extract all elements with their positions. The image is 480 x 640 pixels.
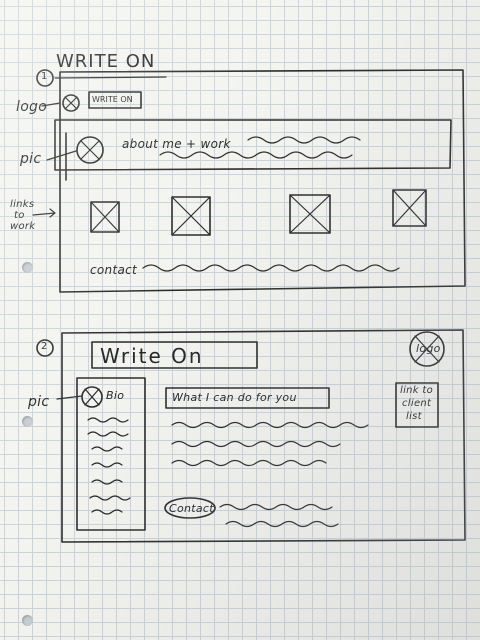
sketch1-links-label-1: links xyxy=(10,199,35,210)
sketch1-pic-icon xyxy=(76,136,104,164)
sketch2-sidebar xyxy=(76,377,146,531)
sketch2-pic-icon xyxy=(81,386,103,408)
sketch2-services-text: What I can do for you xyxy=(172,391,297,404)
sketch2-number-circle xyxy=(36,339,54,357)
binder-hole xyxy=(22,615,33,626)
sketch1-work-thumbnail xyxy=(171,196,211,236)
sketch1-pic-label: pic xyxy=(20,151,42,167)
sketch1-work-thumbnail xyxy=(90,201,120,233)
sketch1-frame xyxy=(59,69,466,293)
sketch2-number: 2 xyxy=(41,341,48,352)
sketch1-work-thumbnail xyxy=(392,189,427,227)
sketch2-client-link-2: client xyxy=(402,398,432,409)
sketch2-client-link-1: link to xyxy=(400,385,434,396)
sketch1-work-thumbnail xyxy=(289,194,331,234)
sketch2-logo-icon xyxy=(409,331,445,367)
sketch1-logo-icon xyxy=(62,94,80,112)
sketch2-client-list-box xyxy=(395,382,439,428)
sketch1-header-text: WRITE ON xyxy=(92,95,133,104)
binder-hole xyxy=(22,416,33,427)
sketch1-number-circle xyxy=(36,69,54,87)
sketch1-header-box xyxy=(88,91,142,109)
sketch2-frame xyxy=(61,329,466,543)
sketch2-contact-text: Contact xyxy=(169,502,214,515)
page-title: WRITE ON xyxy=(56,51,156,72)
sketch2-title: Write On xyxy=(100,344,204,368)
sketch1-logo-label: logo xyxy=(16,99,48,115)
sketch2-client-link-3: list xyxy=(406,411,422,422)
sketch2-title-box xyxy=(91,341,258,369)
sketch1-links-label-2: to xyxy=(14,210,25,221)
title-underline xyxy=(54,76,167,79)
sketch1-about-text: about me + work xyxy=(122,137,231,151)
binder-hole xyxy=(22,262,33,273)
sketch1-number: 1 xyxy=(41,71,48,82)
sketch2-logo-text: logo xyxy=(416,342,441,355)
sketch1-contact-text: contact xyxy=(90,263,138,277)
sketch1-about-bar xyxy=(54,119,452,171)
sketch2-services-box xyxy=(165,387,330,409)
sketch2-contact-oval xyxy=(164,497,216,519)
sketch2-bio-text: Bio xyxy=(106,389,125,402)
sketch1-links-label-3: work xyxy=(10,221,36,232)
sketch2-pic-label: pic xyxy=(28,394,50,410)
